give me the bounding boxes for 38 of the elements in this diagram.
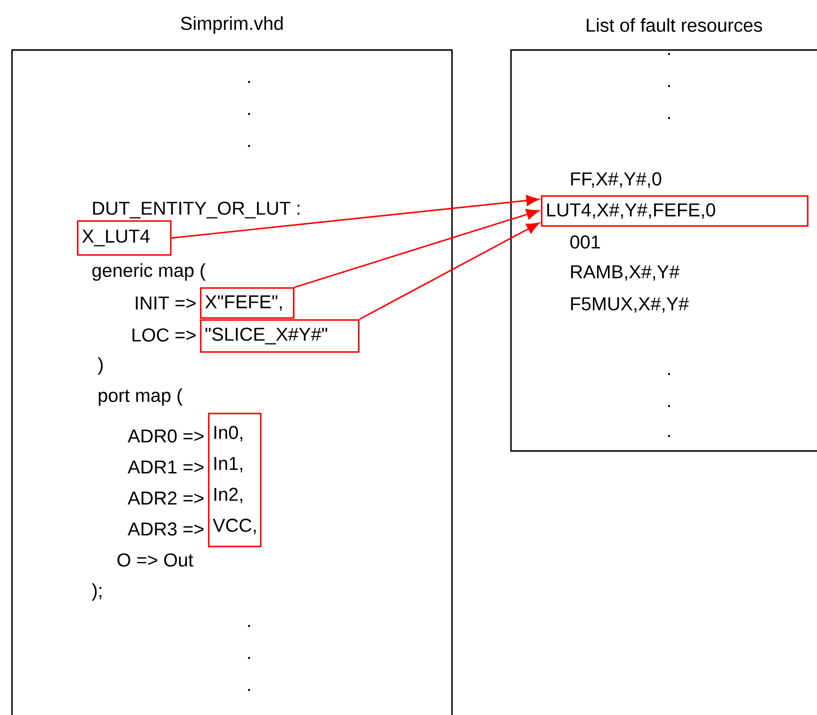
arrow xyxy=(359,222,540,320)
code-line: . xyxy=(248,113,250,115)
code-line: port map ( xyxy=(98,388,183,406)
code-line: . xyxy=(668,85,670,87)
code-line: . xyxy=(668,435,670,437)
code-line: . xyxy=(668,405,670,407)
code-line: . xyxy=(668,53,670,55)
code-line: . xyxy=(668,373,670,375)
highlight-box: X_LUT4 xyxy=(77,220,172,256)
code-line: . xyxy=(248,689,250,691)
code-line: 001 xyxy=(570,235,600,249)
highlight-box: X"FEFE", xyxy=(200,287,294,319)
code-line: . xyxy=(248,657,250,659)
code-line: RAMB,X#,Y# xyxy=(571,265,680,281)
code-line: ADR1 => xyxy=(128,460,204,474)
panel-title: List of fault resources xyxy=(586,18,762,32)
code-line: F5MUX,X#,Y# xyxy=(571,297,689,313)
code-line: . xyxy=(248,145,250,147)
code-line: ADR0 => xyxy=(128,429,204,443)
code-line: ); xyxy=(92,583,102,601)
arrow xyxy=(171,195,539,239)
code-line: ADR2 => xyxy=(128,491,204,505)
code-line: . xyxy=(248,625,250,627)
highlight-box: "SLICE_X#Y#" xyxy=(200,319,360,353)
code-line: . xyxy=(668,117,670,119)
code-line: ADR3 => xyxy=(128,522,204,536)
panel-title: Simprim.vhd xyxy=(181,16,283,34)
code-line: FF,X#,Y#,0 xyxy=(571,172,662,188)
highlight-box: LUT4,X#,Y#,FEFE,0 xyxy=(541,195,808,227)
highlight-box: In0, In1, In2, VCC, xyxy=(208,412,262,548)
code-line: DUT_ENTITY_OR_LUT : xyxy=(93,202,300,218)
code-line: . xyxy=(248,81,250,83)
code-line: INIT => xyxy=(136,296,196,310)
code-line: LOC => xyxy=(132,328,196,342)
code-line: O => Out xyxy=(117,553,194,567)
code-line: ) xyxy=(98,357,103,375)
arrow xyxy=(294,208,540,288)
code-line: generic map ( xyxy=(92,263,206,281)
